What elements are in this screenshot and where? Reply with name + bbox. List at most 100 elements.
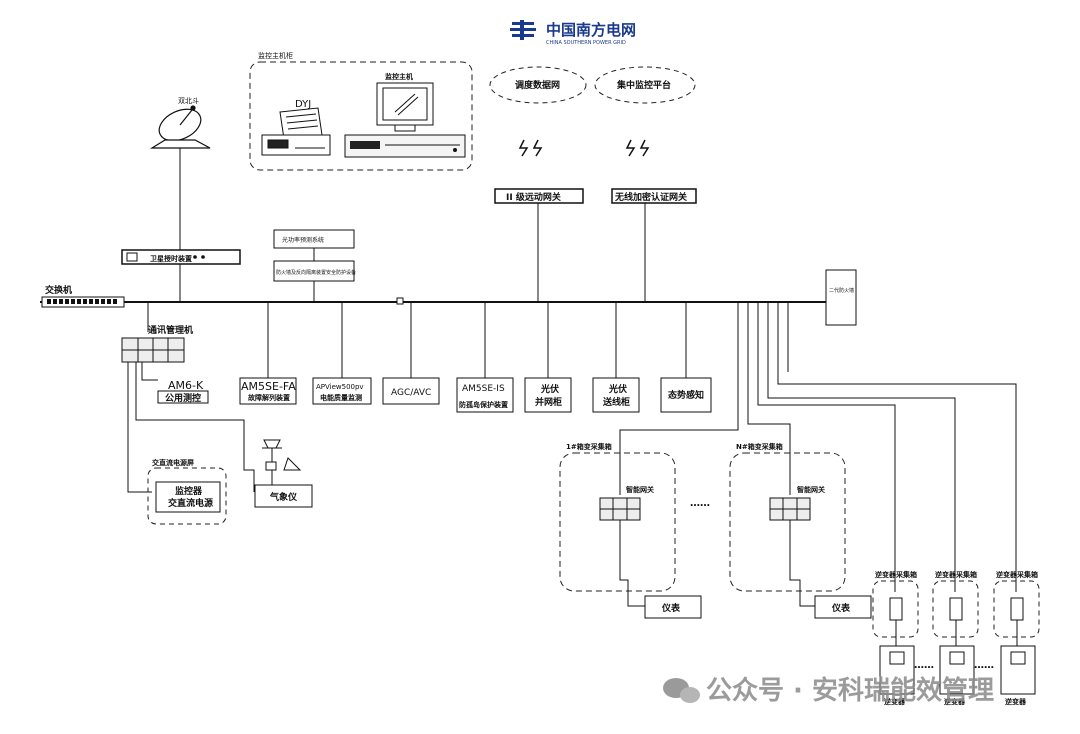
wechat-icon — [663, 678, 700, 703]
inverter-box-0: 逆变器采集箱 逆变器 — [872, 570, 919, 706]
inverter-screen-icon — [949, 651, 965, 665]
clock-device-label: 卫星授时装置 — [150, 254, 192, 263]
bus-device-2-name: 电能质量监测 — [320, 393, 362, 402]
weather-station: 气象仪 — [254, 439, 313, 508]
bus-device-2: APView500pv 电能质量监测 — [312, 377, 372, 405]
bus-device-4: AM5SE-IS 防孤岛保护装置 — [456, 377, 514, 413]
bus-device-3: AGC/AVC — [382, 377, 440, 405]
comm-manager-icon — [121, 337, 185, 363]
network-switch: 交换机 — [41, 284, 125, 308]
gateway-level2-label: II 级远动网关 — [506, 191, 561, 203]
bus-device-1-model: AM5SE-FA — [241, 380, 296, 393]
monitor-cabinet-title: 监控主机柜 — [258, 51, 293, 60]
security-box-top-label: 光功率预测系统 — [282, 236, 324, 244]
watermark-text: 公众号 · 安科瑞能效管理 — [706, 675, 994, 706]
server-icon — [344, 134, 466, 158]
bus-device-7: 态势感知 — [660, 377, 712, 413]
cloud-dispatch: 调度数据网 — [489, 66, 587, 104]
switch-label: 交换机 — [45, 284, 72, 296]
gateway-device-icon — [599, 497, 641, 521]
security-box-bottom: 防火墙及反向隔离装置安全防护设备 — [273, 260, 356, 282]
brand-logo: 中国南方电网 CHINA SOUTHERN POWER GRID — [510, 20, 636, 46]
cloud-central-label: 集中监控平台 — [616, 79, 671, 91]
ac-dc-cabinet-line2: 交直流电源 — [168, 497, 213, 509]
printer-icon — [261, 107, 331, 156]
collector-1-gateway: 智能网关 — [797, 485, 825, 494]
satellite-dish-icon — [149, 105, 211, 149]
switch-ports-icon — [47, 299, 117, 304]
ac-dc-cabinet: 交直流电源屏 监控器 交直流电源 — [147, 458, 227, 525]
monitor-cabinet: 监控主机柜 监控主机 DYJ — [249, 51, 473, 171]
inverter-ellipsis: …… — [914, 660, 934, 671]
security-box-bottom-label: 防火墙及反向隔离装置安全防护设备 — [276, 269, 356, 276]
field-cabling — [619, 302, 1017, 592]
inverter-screen-icon — [1010, 651, 1026, 665]
satellite-label: 双北斗 — [178, 97, 199, 105]
bus-device-6-name: 送线柜 — [602, 396, 630, 408]
inverter-box-1-title: 逆变器采集箱 — [935, 570, 977, 579]
ac-dc-cabinet-line1: 监控器 — [175, 485, 203, 497]
monitor-icon — [376, 82, 434, 132]
bus-node — [396, 297, 404, 305]
inverter-box-0-inverter: 逆变器 — [884, 697, 906, 706]
inverter-box-1-inverter: 逆变器 — [944, 697, 966, 706]
collector-1-meter: 仪表 — [831, 602, 851, 614]
clock-device: 卫星授时装置 — [121, 249, 241, 265]
lightning-icon — [518, 139, 650, 157]
bus-device-1-name: 故障解列装置 — [248, 393, 290, 402]
collector-0-gateway: 智能网关 — [626, 485, 654, 494]
security-box-top: 光功率预测系统 — [273, 229, 355, 249]
bus-device-2-model: APView500pv — [316, 383, 364, 391]
weather-station-icon — [262, 439, 302, 491]
comm-manager-label: 通讯管理机 — [148, 324, 193, 336]
collector-ellipsis: …… — [690, 498, 710, 509]
gateway-device-icon — [769, 497, 811, 521]
bus-drops — [267, 302, 687, 378]
inverter-module-icon — [1010, 597, 1024, 621]
cloud-dispatch-label: 调度数据网 — [515, 79, 560, 91]
bus-device-0: AM6-K 公用测控 — [157, 379, 209, 404]
bus-device-4-model: AM5SE-IS — [462, 384, 505, 394]
gateway-level2: II 级远动网关 — [494, 188, 584, 204]
collector-0: 1#箱变采集箱 智能网关 仪表 — [559, 442, 702, 619]
comm-manager-links — [127, 362, 255, 493]
satellite: 双北斗 — [149, 97, 211, 250]
bus-device-7-model: 态势感知 — [668, 389, 704, 401]
monitor-host-label: 监控主机 — [385, 72, 413, 81]
inverter-module-icon — [889, 597, 903, 621]
collector-0-meter: 仪表 — [661, 602, 681, 614]
bus-device-1: AM5SE-FA 故障解列装置 — [239, 377, 297, 405]
bus-device-0-name: 公用测控 — [165, 392, 201, 404]
watermark: 公众号 · 安科瑞能效管理 — [663, 675, 994, 706]
inverter-box-2-title: 逆变器采集箱 — [996, 570, 1038, 579]
gateway-wireless: 无线加密认证网关 — [611, 188, 697, 204]
collector-0-title: 1#箱变采集箱 — [566, 442, 612, 451]
bus-device-5-name: 并网柜 — [535, 396, 562, 408]
bus-device-5-model: 光伏 — [540, 383, 559, 395]
collector-1-title: N#箱变采集箱 — [736, 442, 783, 451]
firewall-label: 二代防火墙 — [829, 287, 854, 294]
bus-device-6-model: 光伏 — [608, 383, 627, 395]
csg-logo-icon — [510, 20, 536, 40]
bus-device-6: 光伏 送线柜 — [592, 377, 640, 413]
inverter-module-icon — [949, 597, 963, 621]
firewall: 二代防火墙 — [825, 269, 857, 326]
inverter-box-2-inverter: 逆变器 — [1005, 697, 1027, 706]
cloud-central: 集中监控平台 — [594, 66, 696, 104]
inverter-box-0-title: 逆变器采集箱 — [875, 570, 917, 579]
bus-device-4-name: 防孤岛保护装置 — [459, 400, 508, 409]
brand-name: 中国南方电网 — [546, 21, 636, 39]
monitor-cabinet-border — [249, 61, 473, 171]
weather-label: 气象仪 — [269, 491, 298, 503]
inverter-box-1: 逆变器采集箱 逆变器 — [932, 570, 979, 706]
gateway-wireless-label: 无线加密认证网关 — [614, 191, 687, 203]
inverter-screen-icon — [889, 651, 905, 665]
comm-manager: 通讯管理机 — [121, 324, 193, 363]
bus-device-5: 光伏 并网柜 — [524, 377, 572, 413]
bus-device-0-model: AM6-K — [168, 379, 204, 392]
ac-dc-cabinet-title: 交直流电源屏 — [152, 458, 194, 467]
inverter-box-2: 逆变器采集箱 逆变器 — [993, 570, 1040, 706]
bus-device-3-model: AGC/AVC — [391, 388, 431, 398]
brand-subname: CHINA SOUTHERN POWER GRID — [546, 40, 626, 46]
